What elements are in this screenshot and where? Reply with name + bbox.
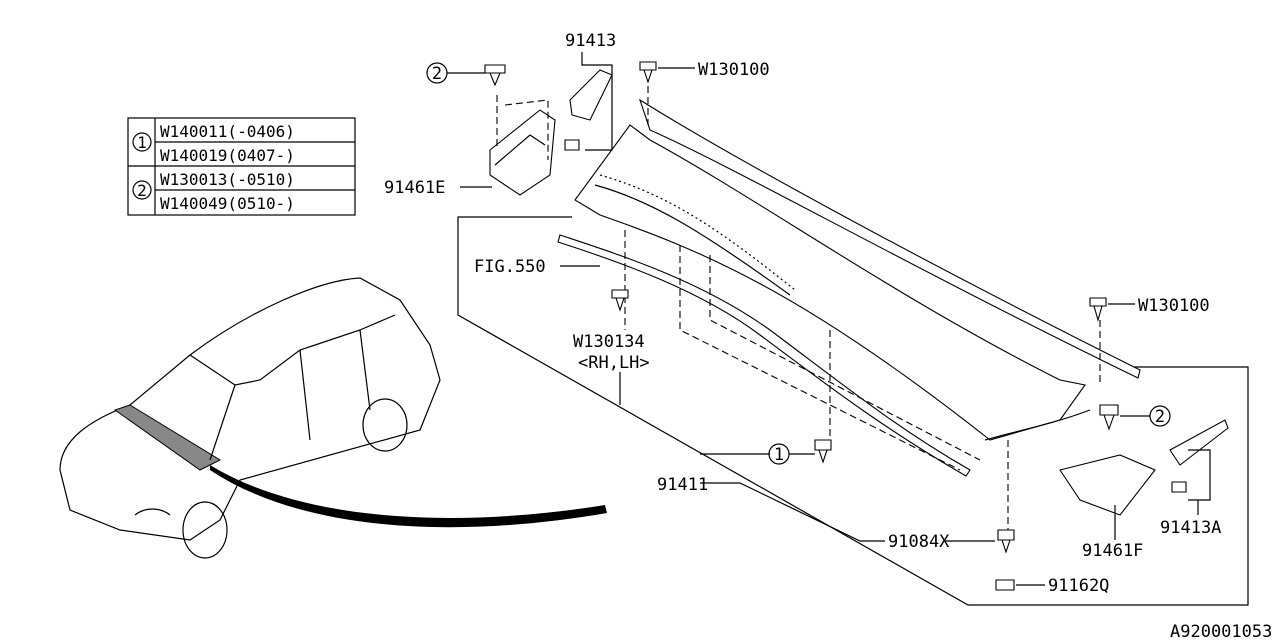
marker-1-circle (132, 132, 152, 152)
label-fig550[interactable]: FIG.550 (474, 257, 546, 277)
label-91162Q: 91162Q (1048, 576, 1109, 596)
clip-w130100-right (1089, 297, 1107, 323)
clip-w130100-top (639, 61, 657, 84)
vehicle-illustration (59, 277, 607, 559)
seal-fig550 (557, 234, 971, 477)
legend-marker-1: 1 (137, 133, 147, 152)
marker-2-circle (426, 62, 448, 84)
legend-marker-2: 2 (137, 181, 147, 200)
marker-1: 1 (774, 445, 784, 465)
assembly-frame (457, 216, 1249, 606)
legend-part: W140011(-0406) (160, 122, 295, 141)
cowl-panel-91411 (557, 75, 1141, 530)
label-91411: 91411 (657, 475, 708, 495)
clip-w130134 (611, 289, 629, 312)
clip-marker-2-right (1099, 404, 1119, 431)
cover-91413 (564, 52, 613, 151)
clip-marker-1 (814, 439, 832, 464)
label-91461F: 91461F (1082, 541, 1143, 561)
label-91413: 91413 (565, 31, 616, 51)
legend-part: W130013(-0510) (160, 170, 295, 189)
marker-2-right: 2 (1155, 407, 1165, 427)
label-rh-lh: <RH,LH> (578, 353, 650, 373)
bracket-91461F (1059, 454, 1156, 516)
label-91084X: 91084X (888, 532, 950, 552)
label-w130100-top: W130100 (698, 60, 770, 80)
label-91413A: 91413A (1160, 518, 1221, 538)
label-91461E: 91461E (384, 178, 445, 198)
clip-91162Q (995, 579, 1015, 591)
marker-2-circle (1149, 405, 1171, 427)
label-w130100-right: W130100 (1138, 296, 1210, 316)
cover-91413A (1169, 419, 1229, 466)
marker-2-circle (132, 180, 152, 200)
label-w130134: W130134 (573, 332, 645, 352)
bracket-91461E (484, 64, 556, 196)
clip-91084X (997, 529, 1015, 554)
legend-part: W140019(0407-) (160, 146, 295, 165)
legend-part: W140049(0510-) (160, 194, 295, 213)
marker-1-circle (768, 443, 790, 465)
legend-table: 1 2 W140011(-0406) W140019(0407-) W13001… (127, 117, 356, 216)
leader-sweep (210, 465, 607, 528)
clip-icon (484, 64, 506, 87)
diagram-id: A920001053 (1170, 622, 1272, 640)
marker-2-top: 2 (432, 64, 442, 84)
